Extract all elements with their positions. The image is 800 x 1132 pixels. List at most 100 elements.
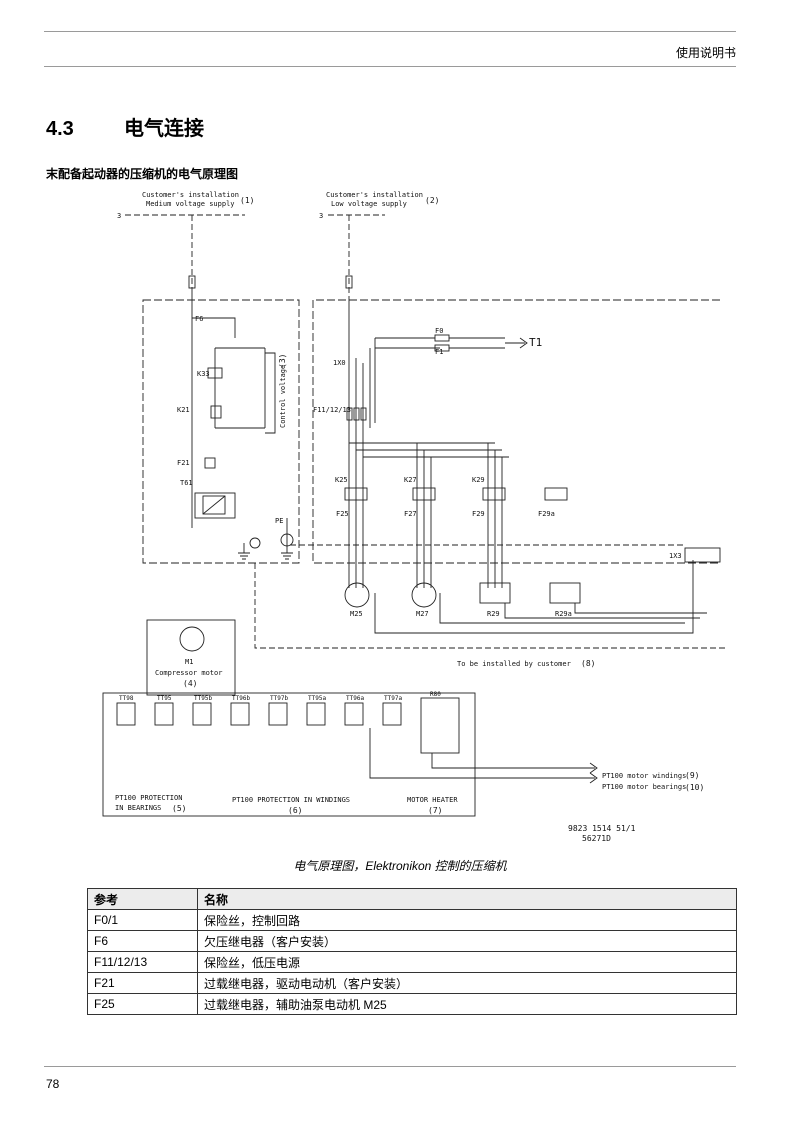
label-k21: K21: [177, 406, 190, 414]
motor-heater-block: [420, 697, 460, 754]
label-f21: F21: [177, 459, 190, 467]
protection-box: [102, 692, 476, 817]
label-motor-heater: MOTOR HEATER: [407, 796, 458, 804]
sensor-label-4: TT97b: [270, 695, 288, 702]
label-pe: PE: [275, 517, 283, 525]
medium-supply-line: [125, 214, 245, 288]
label-control-voltage: Control voltage: [279, 365, 287, 428]
section-heading: 4.3 电气连接: [46, 112, 204, 141]
earth-left: [238, 543, 250, 560]
label-f25: F25: [336, 510, 349, 518]
column-header-name: 名称: [197, 888, 737, 910]
label-f0: F0: [435, 327, 443, 335]
label-k25: K25: [335, 476, 348, 484]
cell-name: 过载继电器，辅助油泵电动机 M25: [197, 993, 737, 1015]
ref-6: (6): [288, 806, 302, 815]
ref-7: (7): [428, 806, 442, 815]
diagram-subheading: 末配备起动器的压缩机的电气原理图: [46, 167, 239, 181]
drawing-code: 56271D: [582, 834, 611, 843]
label-r29: R29: [487, 610, 500, 618]
label-customer-medium-2: Medium voltage supply: [146, 200, 235, 208]
header-rule-bottom: [44, 66, 736, 67]
fuse-low: [345, 275, 353, 289]
section-number: 4.3: [46, 118, 74, 140]
ref-2: (2): [425, 196, 439, 205]
label-customer-low-1: Customer's installation: [326, 191, 423, 199]
sensor-label-2: TT95b: [194, 695, 212, 702]
t61-inner: [202, 495, 226, 515]
cell-reference: F0/1: [87, 909, 198, 931]
low-supply-line: [328, 214, 385, 298]
sensor-label-0: TT98: [119, 695, 134, 702]
table-row: F0/1 保险丝，控制回路: [87, 909, 737, 931]
f21-relay: [204, 457, 216, 469]
table-row: F25 过载继电器，辅助油泵电动机 M25: [87, 993, 737, 1015]
footer-rule: [44, 1066, 736, 1067]
terminal-1x3: [684, 547, 721, 563]
k21-coil: [210, 405, 222, 419]
header-rule-top: [44, 31, 736, 32]
label-1x0: 1X0: [333, 359, 346, 367]
f11-fuse-3: [360, 407, 367, 421]
table-row: F21 过载继电器，驱动电动机（客户安装）: [87, 972, 737, 994]
cell-reference: F6: [87, 930, 198, 952]
label-motor-bearings: PT100 motor bearings: [602, 783, 686, 791]
label-m1: M1: [185, 658, 193, 666]
motor-m27: [411, 582, 437, 608]
f11-fuse-2: [353, 407, 360, 421]
page-number: 78: [46, 1077, 60, 1091]
f0-fuse: [434, 334, 450, 342]
label-k29: K29: [472, 476, 485, 484]
label-f1: F1: [435, 348, 443, 356]
label-t1: T1: [529, 336, 542, 349]
label-compressor-motor: Compressor motor: [155, 669, 222, 677]
label-f11: F11/12/13: [313, 406, 351, 414]
label-three-phase-1: 3: [117, 212, 121, 220]
label-customer-low-2: Low voltage supply: [331, 200, 407, 208]
heater-r29: [479, 582, 511, 604]
motor-m1: [179, 626, 205, 652]
compressor-motor-box: [146, 619, 236, 696]
cell-name: 过载继电器，驱动电动机（客户安装）: [197, 972, 737, 994]
label-f6: F6: [195, 315, 203, 323]
pt100-sensors: [116, 702, 402, 726]
sensor-label-7: TT97a: [384, 695, 402, 702]
label-pt100-bearings-1: PT100 PROTECTION: [115, 794, 182, 802]
cell-name: 欠压继电器（客户安装）: [197, 930, 737, 952]
label-pt100-bearings-2: IN BEARINGS: [115, 804, 161, 812]
cell-reference: F25: [87, 993, 198, 1015]
drawing-number: 9823 1514 51/1: [568, 824, 636, 833]
heater-r29a: [549, 582, 581, 604]
table-row: F6 欠压继电器（客户安装）: [87, 930, 737, 952]
f11-fuse-1: [346, 407, 353, 421]
reference-table: 参考 名称 F0/1 保险丝，控制回路 F6 欠压继电器（客户安装） F11/1…: [87, 888, 737, 1015]
table-header-row: 参考 名称: [87, 888, 737, 910]
label-m25: M25: [350, 610, 363, 618]
ref-1: (1): [240, 196, 254, 205]
label-m27: M27: [416, 610, 429, 618]
k33-contact: [207, 367, 223, 379]
control-voltage-bracket: [265, 352, 276, 434]
ref-3: (3): [278, 354, 287, 368]
medium-voltage-box: [142, 299, 300, 564]
sensor-label-3: TT96b: [232, 695, 250, 702]
wiring-diagram: Customer's installation Medium voltage s…: [102, 191, 725, 843]
ref-4: (4): [183, 679, 197, 688]
label-f27: F27: [404, 510, 417, 518]
label-t61: T61: [180, 479, 193, 487]
ref-10: (10): [685, 783, 704, 792]
ref-9: (9): [685, 771, 699, 780]
section-title: 电气连接: [124, 118, 204, 140]
header-title: 使用说明书: [675, 46, 736, 60]
label-k33: K33: [197, 370, 210, 378]
contactor-group: [344, 487, 568, 501]
ref-5: (5): [172, 804, 186, 813]
label-k27: K27: [404, 476, 417, 484]
label-f29a: F29a: [538, 510, 555, 518]
sensor-label-5: TT95a: [308, 695, 326, 702]
cell-reference: F11/12/13: [87, 951, 198, 973]
label-f29: F29: [472, 510, 485, 518]
table-row: F11/12/13 保险丝，低压电源: [87, 951, 737, 973]
column-header-reference: 参考: [87, 888, 198, 910]
label-pt100-windings: PT100 PROTECTION IN WINDINGS: [232, 796, 350, 804]
